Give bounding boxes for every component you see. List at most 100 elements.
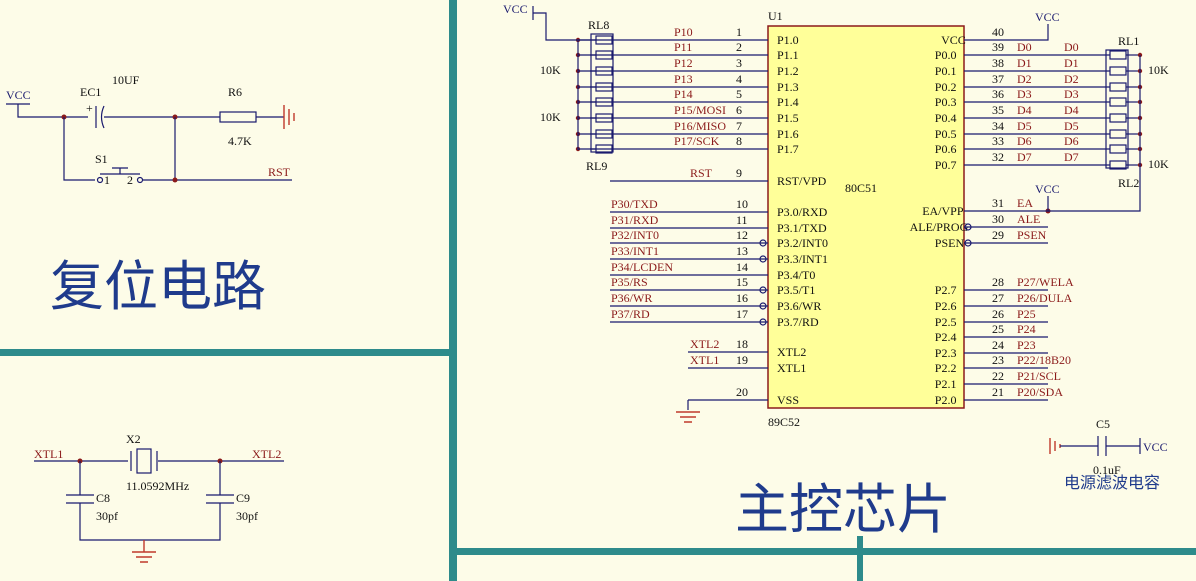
pin-number: 31 (992, 196, 1004, 210)
net-label: P15/MOSI (674, 103, 726, 117)
rl1-label: RL1 (1118, 34, 1139, 48)
xtl1-net: XTL1 (34, 447, 63, 461)
c5-vcc-label: VCC (1143, 440, 1168, 454)
net-label: P26/DULA (1017, 291, 1073, 305)
resistor-element (1109, 129, 1127, 139)
pin-function: P3.3/INT1 (777, 252, 828, 266)
net-alias: D4 (1064, 103, 1079, 117)
inversion-bubble (759, 239, 767, 247)
ec1-value: 10UF (112, 73, 140, 87)
net-label: ALE (1017, 212, 1040, 226)
pin-number: 39 (992, 40, 1004, 54)
c9-label: C9 (236, 491, 250, 505)
pin-function: P3.1/TXD (777, 221, 827, 235)
capacitor-ec1 (95, 105, 220, 129)
pin-number: 26 (992, 307, 1004, 321)
pin-function: P0.1 (935, 64, 957, 78)
net-alias: D1 (1064, 56, 1079, 70)
net-label: P13 (674, 72, 693, 86)
net-label: D3 (1017, 87, 1032, 101)
pin-number: 21 (992, 385, 1004, 399)
pin-number: 11 (736, 213, 748, 227)
net-label: P27/WELA (1017, 275, 1074, 289)
resistor-element (1109, 82, 1127, 92)
pin-function: P3.5/T1 (777, 283, 815, 297)
net-label: D5 (1017, 119, 1032, 133)
pin-function: VCC (941, 33, 966, 47)
rl8-value: 10K (540, 63, 561, 77)
net-alias: D5 (1064, 119, 1079, 133)
pin-function: P3.2/INT0 (777, 236, 828, 250)
resnet-right: RL1 RL2 10K 10K (1048, 34, 1169, 212)
mcu-ref: U1 (768, 9, 783, 23)
pin-function: P3.4/T0 (777, 268, 815, 282)
net-label: XTL1 (690, 353, 719, 367)
pin-number: 16 (736, 291, 748, 305)
pin-number: 13 (736, 244, 748, 258)
pin-function: P0.4 (935, 111, 957, 125)
net-label: D1 (1017, 56, 1032, 70)
net-alias: D2 (1064, 72, 1079, 86)
net-alias: D7 (1064, 150, 1079, 164)
ground-symbol (283, 105, 295, 129)
pin-function: P0.7 (935, 158, 957, 172)
net-label: P30/TXD (611, 197, 658, 211)
pin-function: P2.1 (935, 377, 957, 391)
net-label: P17/SCK (674, 134, 720, 148)
pin-function: P0.0 (935, 48, 957, 62)
mcu-model: 80C51 (845, 181, 877, 195)
pin-function: PSEN (935, 236, 965, 250)
pin-number: 33 (992, 134, 1004, 148)
net-label: P34/LCDEN (611, 260, 673, 274)
c5-value: 0.1uF (1093, 463, 1121, 477)
pin-function: P1.2 (777, 64, 799, 78)
resistor-element (1109, 144, 1127, 154)
pin-number: 28 (992, 275, 1004, 289)
mcu-block: U1 80C51 89C52 1P1.0P102P1.1P113P1.2P124… (503, 2, 1143, 429)
r6-value: 4.7K (228, 134, 252, 148)
pin-number: 22 (992, 369, 1004, 383)
vcc-ea-label: VCC (1035, 182, 1060, 196)
pin-function: P2.3 (935, 346, 957, 360)
xtl2-net: XTL2 (252, 447, 281, 461)
net-label: D2 (1017, 72, 1032, 86)
pin-number: 19 (736, 353, 748, 367)
net-label: P10 (674, 25, 693, 39)
pin-function: P1.4 (777, 95, 799, 109)
pin-number: 37 (992, 72, 1004, 86)
vcc-left-label: VCC (503, 2, 528, 16)
c8-label: C8 (96, 491, 110, 505)
net-label: D0 (1017, 40, 1032, 54)
reset-vcc-label: VCC (6, 88, 31, 102)
pin-function: P3.7/RD (777, 315, 819, 329)
s1-pin2: 2 (127, 173, 133, 187)
pin-number: 20 (736, 385, 748, 399)
rl9-label: RL9 (586, 159, 607, 173)
decoupling-cap: C5 VCC 0.1uF 电源滤波电容 (1049, 417, 1168, 492)
pin-number: 3 (736, 56, 742, 70)
pin-number: 18 (736, 337, 748, 351)
pin-number: 8 (736, 134, 742, 148)
resnet-frame (590, 33, 614, 153)
net-label: P11 (674, 40, 692, 54)
x2-frequency: 11.0592MHz (126, 479, 189, 493)
s1-pin1: 1 (104, 173, 110, 187)
pin-number: 35 (992, 103, 1004, 117)
rl1-value: 10K (1148, 63, 1169, 77)
crystal-circuit: XTL1 XTL2 X2 11.0592MHz C8 30pf C9 30pf (34, 432, 284, 563)
pin-number: 7 (736, 119, 742, 133)
resistor-r6 (219, 111, 257, 123)
pin-function: P0.2 (935, 80, 957, 94)
